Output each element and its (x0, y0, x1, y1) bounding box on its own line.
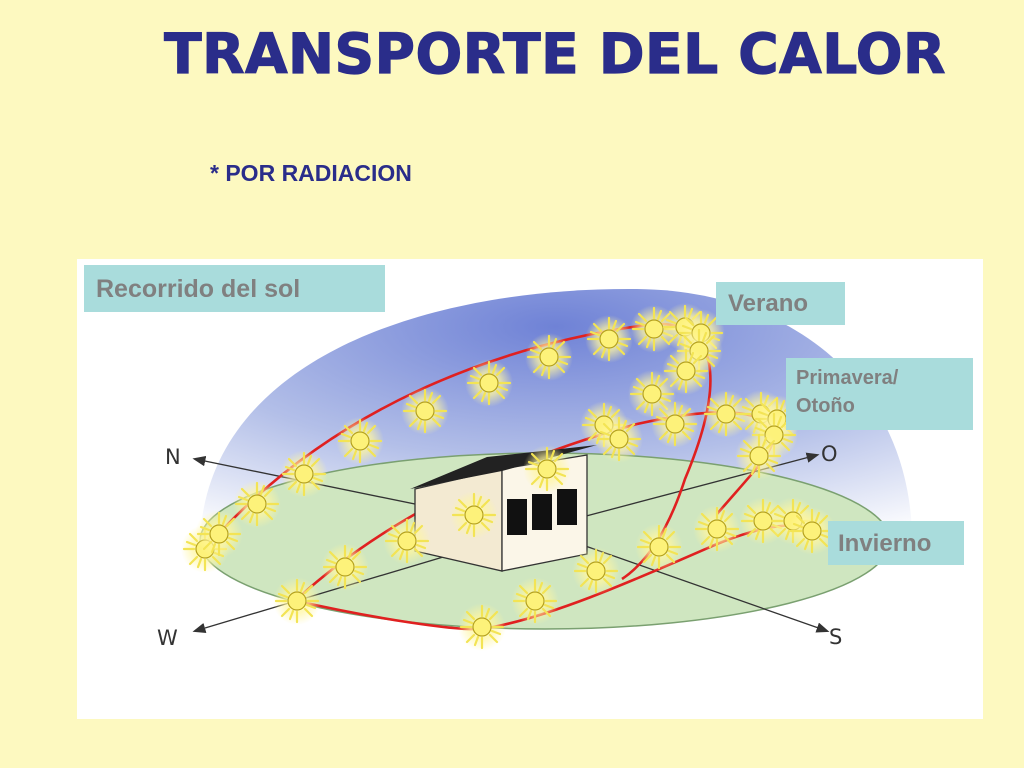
slide-title: TRANSPORTE DEL CALOR (163, 21, 946, 86)
sun-icon (319, 541, 371, 593)
sun-path-diagram: N O W S (77, 259, 983, 719)
sun-icon (633, 521, 685, 573)
sun-icon (583, 313, 635, 365)
sun-icon (649, 398, 701, 450)
label-primavera-line1: Primavera/ (796, 367, 899, 389)
sun-icon (278, 448, 330, 500)
sun-icon (448, 489, 500, 541)
sun-icon (193, 508, 245, 560)
sun-icon (463, 357, 515, 409)
label-verano: Verano (716, 282, 845, 325)
sun-icon (593, 413, 645, 465)
sun-icon (399, 385, 451, 437)
sun-icon (733, 430, 785, 482)
sun-icon (521, 443, 573, 495)
sun-icon (381, 515, 433, 567)
label-recorrido-del-sol: Recorrido del sol (84, 265, 385, 312)
sun-icon (271, 575, 323, 627)
label-primavera-otono: Primavera/ Otoño (786, 358, 973, 430)
label-invierno: Invierno (828, 521, 964, 565)
direction-north: N (165, 445, 181, 469)
sun-icon (334, 415, 386, 467)
direction-south: S (829, 625, 842, 649)
subtitle: * POR RADIACION (210, 160, 412, 186)
sun-icon (523, 331, 575, 383)
direction-west: W (157, 626, 178, 650)
sun-path-illustration: N O W S (157, 288, 912, 653)
label-primavera-line2: Otoño (796, 395, 855, 417)
sun-icon (456, 601, 508, 653)
sun-icon (509, 575, 561, 627)
sun-icon (691, 503, 743, 555)
direction-east: O (821, 442, 838, 466)
sun-icon (570, 545, 622, 597)
sun-icon (231, 478, 283, 530)
